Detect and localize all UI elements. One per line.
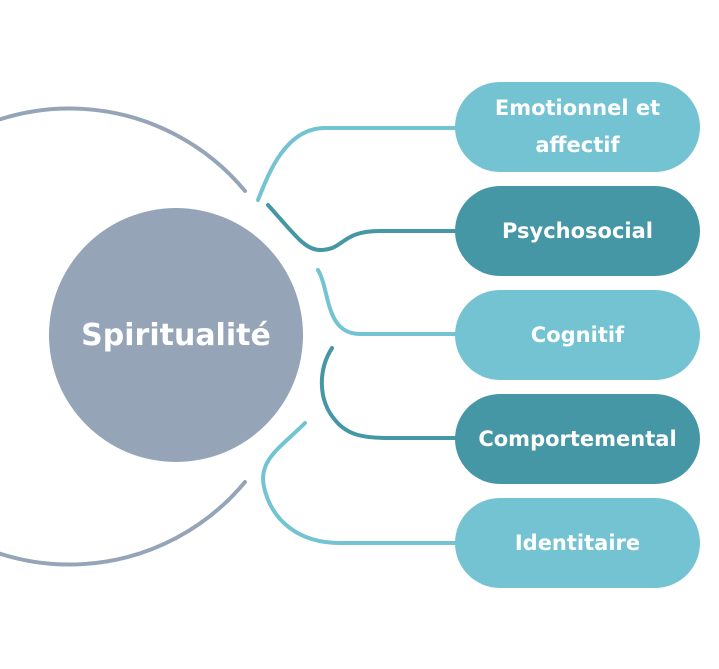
branch-node-cognitif: Cognitif — [455, 290, 700, 380]
center-node: Spiritualité — [49, 208, 303, 462]
connector-emotionnel — [256, 126, 460, 202]
connector-identitaire — [261, 421, 460, 545]
branch-label-identitaire: Identitaire — [514, 530, 641, 555]
center-label: Spiritualité — [81, 317, 271, 353]
connector-cognitif — [316, 268, 460, 336]
branch-label-psychosocial: Psychosocial — [502, 218, 653, 243]
branch-label-comportemental: Comportemental — [478, 426, 677, 451]
branch-node-identitaire: Identitaire — [455, 498, 700, 588]
outer-ring-arc-top — [0, 106, 247, 567]
connector-psychosocial — [266, 203, 460, 253]
branch-label-line-2: affectif — [535, 133, 620, 157]
branch-label-emotionnel: Emotionnel et affectif — [495, 90, 660, 164]
branch-label-cognitif: Cognitif — [530, 322, 625, 347]
branch-node-comportemental: Comportemental — [455, 394, 700, 484]
branch-node-psychosocial: Psychosocial — [455, 186, 700, 276]
branch-node-emotionnel: Emotionnel et affectif — [455, 82, 700, 172]
connector-comportemental — [319, 346, 460, 440]
branch-label-line-1: Emotionnel et — [494, 96, 661, 120]
